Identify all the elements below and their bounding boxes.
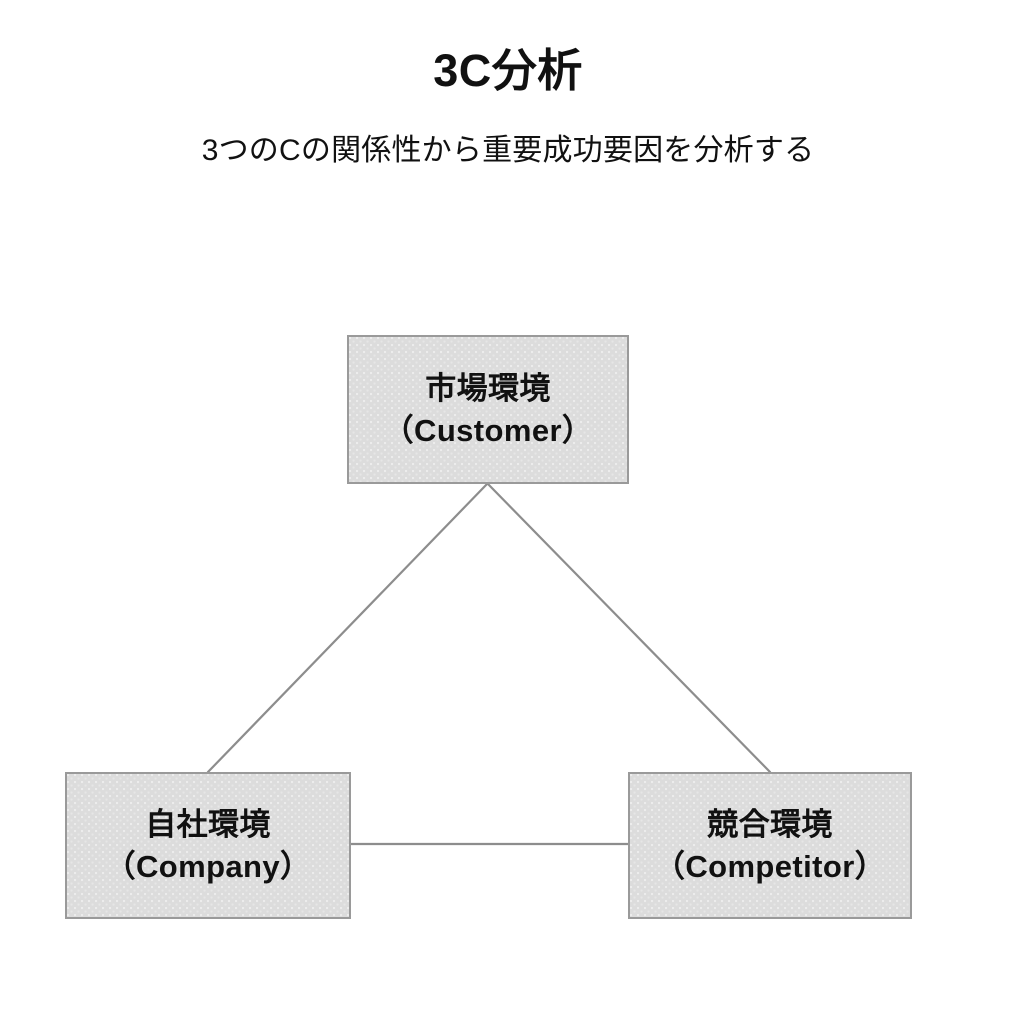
node-customer-label-ja: 市場環境 [425,371,551,407]
node-company-label-en: （Company） [104,848,312,884]
node-company[interactable]: 自社環境 （Company） [65,772,351,919]
node-competitor-label-ja: 競合環境 [707,807,833,843]
node-competitor-label-en: （Competitor） [653,848,887,884]
page-title: 3C分析 [433,45,583,96]
node-competitor[interactable]: 競合環境 （Competitor） [628,772,912,919]
node-customer-label-en: （Customer） [382,412,594,448]
node-company-label-ja: 自社環境 [145,807,271,843]
connector-customer-competitor [486,482,772,774]
page-subtitle: 3つのCの関係性から重要成功要因を分析する [201,134,815,167]
connector-customer-company [206,482,489,774]
node-customer[interactable]: 市場環境 （Customer） [347,335,629,484]
